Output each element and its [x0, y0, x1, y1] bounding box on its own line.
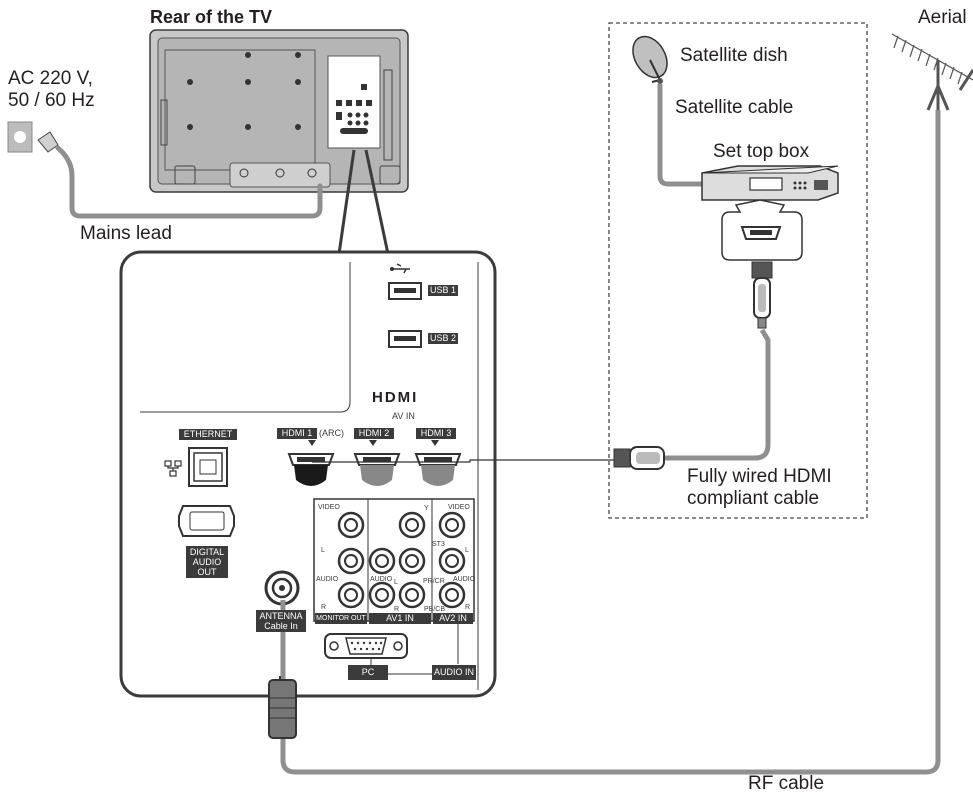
av2-audio-label: AUDIO [453, 576, 476, 583]
aerial-illustration [891, 33, 973, 111]
hdmi1-label: HDMI 1 [277, 428, 317, 439]
arc-label: (ARC) [319, 428, 344, 438]
satellite-cable-label: Satellite cable [675, 97, 794, 118]
satellite-dish-label: Satellite dish [680, 45, 788, 66]
hdmi-cable-label-line1: Fully wired HDMI [687, 466, 832, 487]
av1-l-label: L [394, 579, 398, 586]
av2-r-label: R [465, 604, 471, 611]
usb2-label: USB 2 [428, 333, 458, 344]
av2-l-label: L [465, 547, 469, 554]
av2-video-label: VIDEO [448, 504, 470, 511]
rear-of-tv-label: Rear of the TV [150, 7, 273, 27]
rf-plug [268, 679, 297, 739]
satellite-cable [657, 84, 702, 187]
mains-lead-cable [55, 145, 323, 219]
hdmi-logo: HDMI [372, 389, 419, 406]
set-top-box-icon [701, 165, 839, 201]
av-in-label: AV IN [392, 411, 415, 421]
network-icon [164, 460, 182, 477]
av1-r-label: R [394, 606, 400, 613]
digital-audio-out-label: DIGITAL AUDIO OUT [186, 546, 228, 578]
av-pr-label: PR/CR [423, 578, 445, 585]
wall-socket-illustration [7, 121, 59, 153]
rca-jacks [337, 511, 466, 609]
monitor-r-label: R [321, 604, 327, 611]
digital-audio-out-port [178, 505, 235, 537]
av2-in-label: AV2 IN [433, 613, 473, 624]
hdmi2-label: HDMI 2 [354, 428, 394, 439]
digital-audio-out-line1: DIGITAL [189, 547, 225, 557]
monitor-out-label: MONITOR OUT [315, 613, 367, 624]
av1-audio-label: AUDIO [370, 576, 393, 583]
hdmi-cable-label-line2: compliant cable [687, 488, 820, 509]
antenna-label: ANTENNA Cable In [256, 610, 306, 632]
digital-audio-out-line3: OUT [197, 567, 217, 577]
tv-rear-illustration [149, 29, 409, 193]
av1-in-label: AV1 IN [369, 613, 431, 624]
satellite-group-outline [608, 22, 868, 519]
mains-lead-label: Mains lead [80, 223, 172, 244]
antenna-line2: Cable In [264, 621, 298, 631]
usb1-label: USB 1 [428, 285, 458, 296]
aerial-label: Aerial [918, 7, 967, 28]
ac-frequency-label: 50 / 60 Hz [8, 90, 95, 111]
av-pb-label: PB/CB [424, 606, 446, 613]
rf-cable-label: RF cable [748, 773, 825, 794]
monitor-audio-label: AUDIO [316, 576, 339, 583]
av-st3-label: ST3 [432, 541, 445, 548]
set-top-box-label: Set top box [713, 141, 810, 162]
hdmi-cable [312, 261, 773, 470]
satellite-dish-icon [632, 35, 668, 84]
usb-symbol-icon [390, 263, 410, 274]
hdmi3-label: HDMI 3 [416, 428, 456, 439]
digital-audio-out-line2: AUDIO [192, 557, 222, 567]
ethernet-port [188, 447, 228, 487]
av-video-label: VIDEO [318, 504, 340, 511]
ac-voltage-label: AC 220 V, [8, 68, 93, 89]
av-y-label: Y [424, 505, 429, 512]
antenna-line1: ANTENNA [259, 611, 303, 621]
monitor-l-label: L [321, 547, 325, 554]
audio-in-label: AUDIO IN [432, 665, 476, 680]
pc-vga-port [324, 633, 408, 659]
pc-label: PC [348, 665, 388, 680]
ethernet-label: ETHERNET [179, 429, 237, 440]
